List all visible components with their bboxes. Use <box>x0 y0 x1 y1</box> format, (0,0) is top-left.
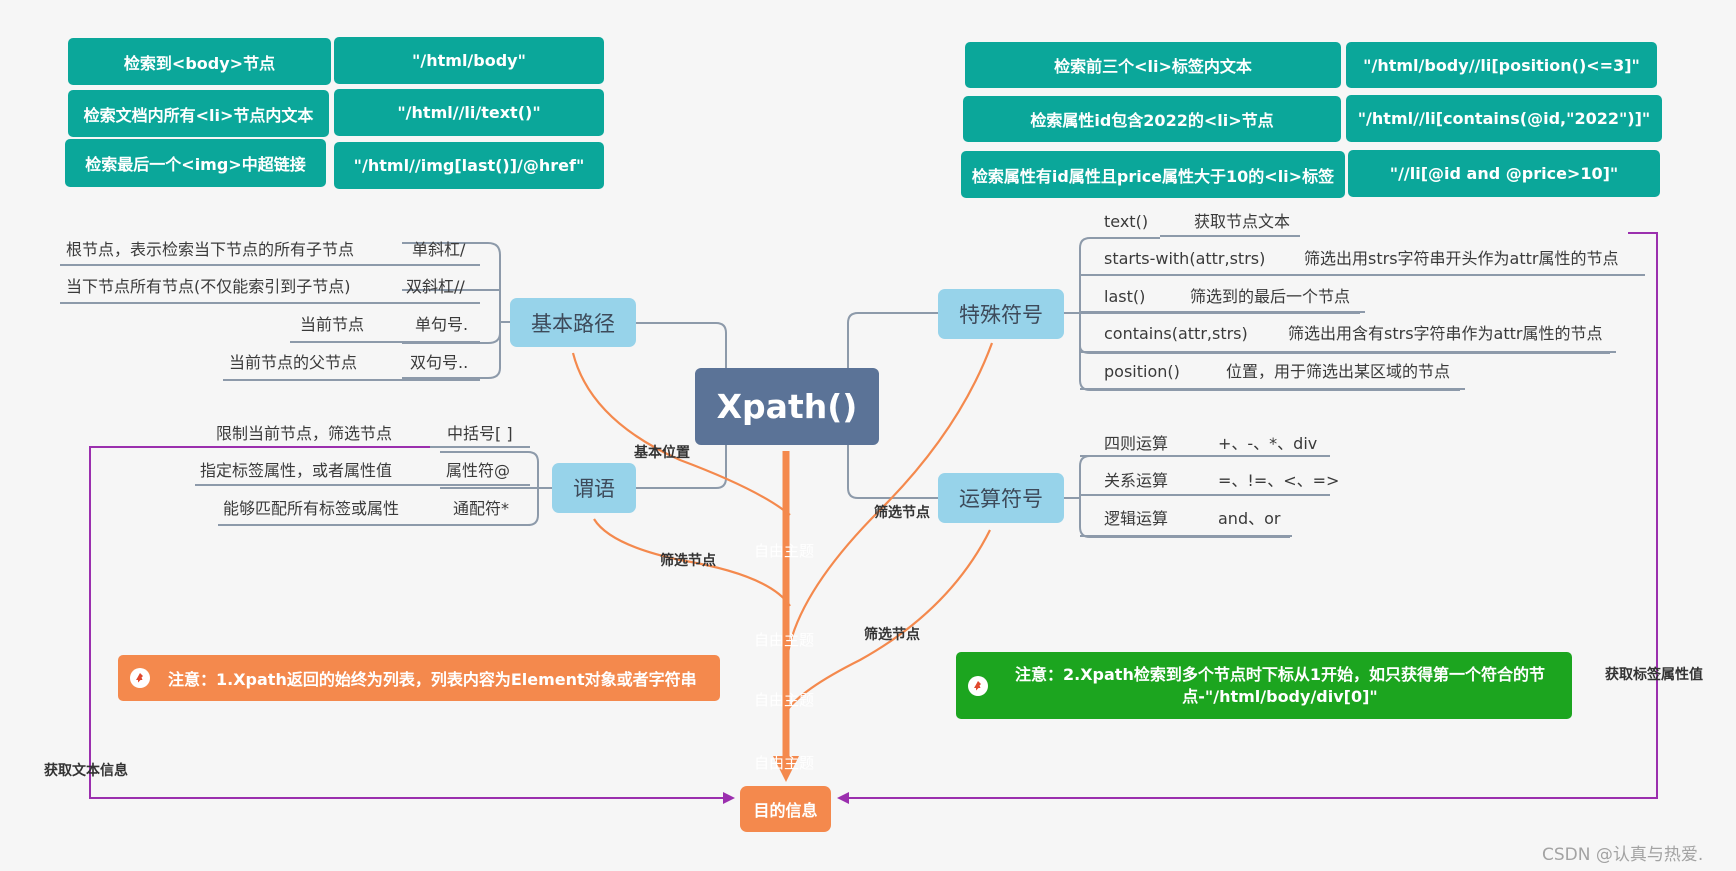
edge-central-operators <box>847 440 938 499</box>
operator-relational-name: 关系运算 <box>1104 471 1169 490</box>
special-text-desc: 获取节点文本 <box>1194 212 1291 231</box>
watermark: CSDN @认真与热爱. <box>1542 845 1704 865</box>
topic-basic-path: 基本路径 <box>510 298 636 347</box>
note-right-text: 注意：2.Xpath检索到多个节点时下标从1开始，如只获得第一个符合的节点-"/… <box>1015 664 1545 706</box>
predicate-attr-desc: 指定标签属性，或者属性值 <box>200 461 393 480</box>
basic-root-desc: 根节点，表示检索当下节点的所有子节点 <box>66 240 355 259</box>
edge-label-get-attr-value: 获取标签属性值 <box>1605 667 1703 683</box>
trunk-free-topic-3: 自由主题 <box>754 691 815 709</box>
note-left: 注意：1.Xpath返回的始终为列表，列表内容为Element对象或者字符串 <box>118 655 720 701</box>
predicate-wildcard-desc: 能够匹配所有标签或属性 <box>223 499 400 518</box>
basic-current-desc: 当前节点 <box>300 315 365 334</box>
basic-root-symbol: 单斜杠/ <box>412 240 466 259</box>
trunk-free-topic-4: 自由主题 <box>754 754 815 772</box>
edge-label-filter-node-operators: 筛选节点 <box>864 627 920 643</box>
basic-current-symbol: 单句号. <box>415 315 469 334</box>
edge-label-filter-node-special: 筛选节点 <box>874 505 930 521</box>
edge-central-basic <box>636 322 727 368</box>
desc-first-three-li: 检索前三个<li>标签内文本 <box>965 42 1341 88</box>
edge-label-get-text-info: 获取文本信息 <box>44 763 128 779</box>
expr-first-three-li: "/html/body//li[position()<=3]" <box>1346 42 1657 88</box>
operator-relational-ops: =、!=、<、=> <box>1218 471 1340 490</box>
special-last-func: last() <box>1104 287 1146 306</box>
desc-contains-2022: 检索属性id包含2022的<li>节点 <box>963 96 1341 142</box>
desc-body-node: 检索到<body>节点 <box>68 38 331 85</box>
topic-predicate: 谓语 <box>552 463 636 513</box>
desc-id-price: 检索属性有id属性且price属性大于10的<li>标签 <box>961 151 1345 198</box>
special-contains-func: contains(attr,strs) <box>1104 324 1248 343</box>
predicate-bracket-desc: 限制当前节点，筛选节点 <box>216 424 393 443</box>
special-text-func: text() <box>1104 212 1149 231</box>
special-startswith-func: starts-with(attr,strs) <box>1104 249 1266 268</box>
predicate-wildcard-symbol: 通配符* <box>453 499 510 518</box>
operator-logic-ops: and、or <box>1218 509 1281 528</box>
operator-arith-ops: +、-、*、div <box>1218 434 1318 453</box>
basic-all-desc: 当下节点所有节点(不仅能索引到子节点) <box>66 277 351 296</box>
special-last-desc: 筛选到的最后一个节点 <box>1190 287 1351 306</box>
goal-target-info: 目的信息 <box>740 786 831 832</box>
desc-img-href: 检索最后一个<img>中超链接 <box>65 139 326 187</box>
note-left-text: 注意：1.Xpath返回的始终为列表，列表内容为Element对象或者字符串 <box>168 670 697 689</box>
topic-operators: 运算符号 <box>938 473 1064 523</box>
basic-parent-desc: 当前节点的父节点 <box>229 353 358 372</box>
central-topic-xpath: Xpath() <box>695 368 879 445</box>
edge-label-filter-node-predicate: 筛选节点 <box>660 553 716 569</box>
operator-logic-name: 逻辑运算 <box>1104 509 1169 528</box>
predicate-bracket-symbol: 中括号[ ] <box>447 424 513 443</box>
basic-all-symbol: 双斜杠// <box>406 277 465 296</box>
pin-icon <box>968 675 988 696</box>
trunk-free-topic-2: 自由主题 <box>754 631 815 649</box>
topic-special-symbols: 特殊符号 <box>938 289 1064 339</box>
predicate-attr-symbol: 属性符@ <box>446 461 511 480</box>
expr-img-href: "/html//img[last()]/@href" <box>334 142 604 189</box>
desc-li-text: 检索文档内所有<li>节点内文本 <box>68 90 329 137</box>
pin-icon <box>130 668 150 688</box>
basic-parent-symbol: 双句号.. <box>410 353 469 372</box>
edge-label-base-position: 基本位置 <box>634 445 690 461</box>
trunk-free-topic-1: 自由主题 <box>754 542 815 560</box>
special-startswith-desc: 筛选出用strs字符串开头作为attr属性的节点 <box>1304 249 1619 268</box>
special-position-desc: 位置，用于筛选出某区域的节点 <box>1226 362 1451 381</box>
special-contains-desc: 筛选出用含有strs字符串作为attr属性的节点 <box>1288 324 1603 343</box>
expr-li-text: "/html//li/text()" <box>334 89 604 136</box>
note-right: 注意：2.Xpath检索到多个节点时下标从1开始，如只获得第一个符合的节点-"/… <box>956 652 1572 719</box>
expr-contains-2022: "/html//li[contains(@id,"2022")]" <box>1346 95 1662 142</box>
special-position-func: position() <box>1104 362 1180 381</box>
expr-body-node: "/html/body" <box>334 37 604 84</box>
edge-central-special <box>847 312 938 368</box>
operator-arith-name: 四则运算 <box>1104 434 1169 453</box>
expr-id-price: "//li[@id and @price>10]" <box>1348 150 1660 197</box>
